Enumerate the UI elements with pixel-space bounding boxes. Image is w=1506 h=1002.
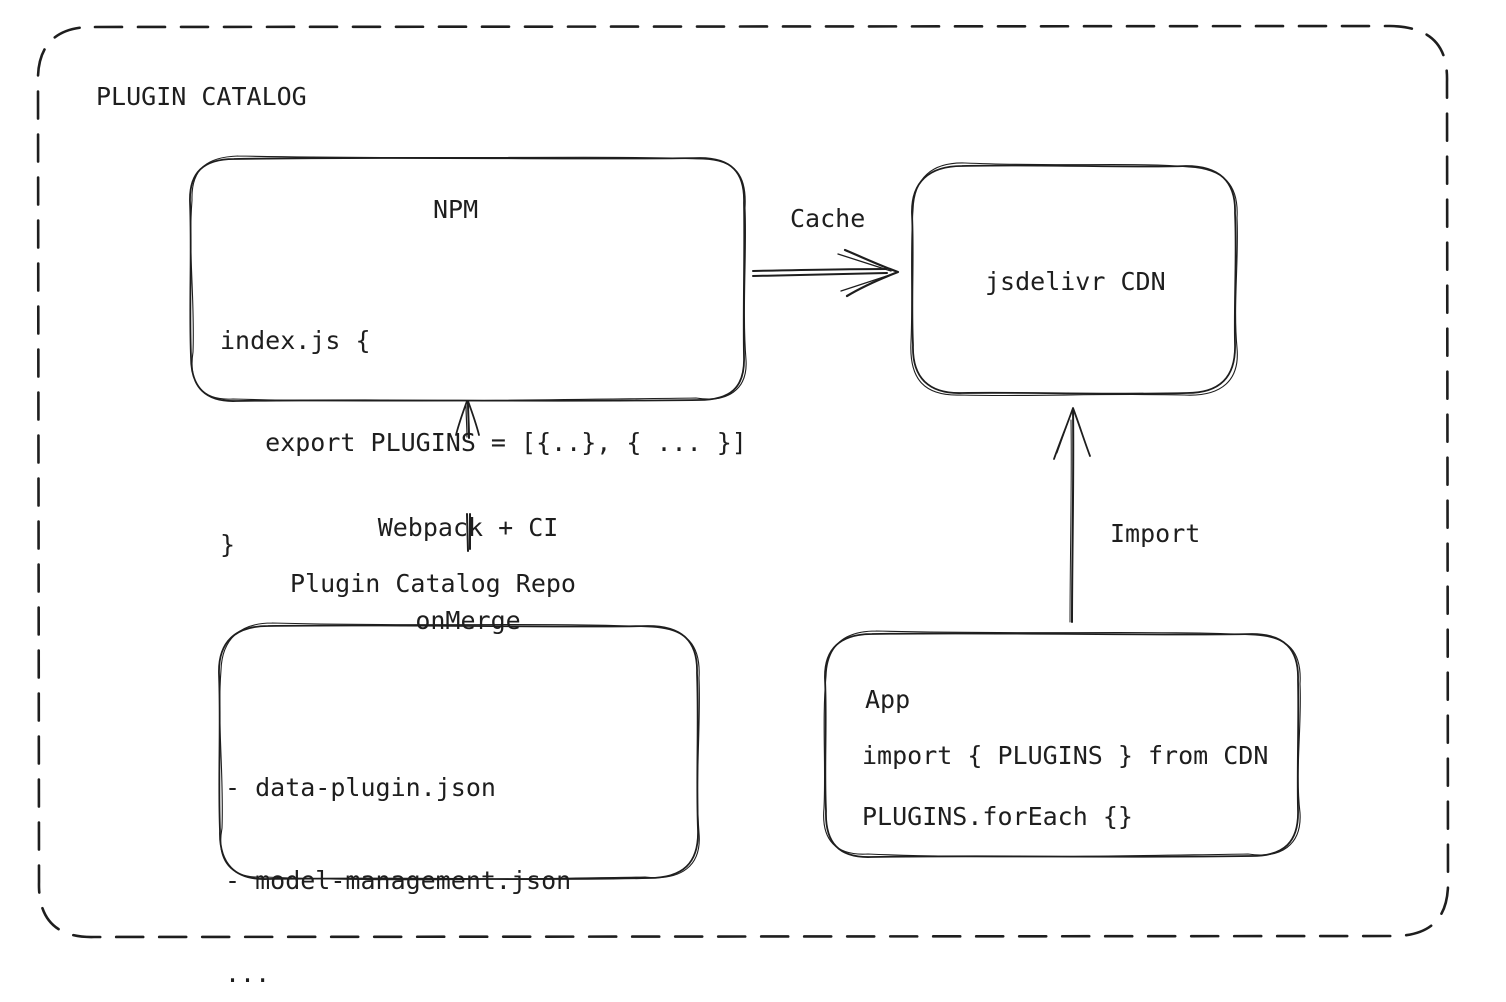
cdn-node-title: jsdelivr CDN [985, 267, 1166, 296]
build-edge-label-line: onMerge [415, 606, 521, 635]
app-code-line: import { PLUGINS } from CDN [862, 741, 1269, 770]
npm-code-line: export PLUGINS = [{..}, { ... }] [220, 428, 747, 457]
build-arrow [455, 400, 480, 552]
import-edge-label: Import [1110, 519, 1201, 548]
repo-node-title: Plugin Catalog Repo [290, 569, 576, 598]
build-arrow-segment [466, 513, 471, 552]
import-arrow [1053, 407, 1091, 623]
build-edge-label: Webpack + CI onMerge [318, 450, 618, 698]
app-node-title: App [865, 685, 911, 714]
cache-arrowhead [843, 248, 900, 298]
npm-code-line: index.js { [220, 326, 371, 355]
frame-title: PLUGIN CATALOG [96, 82, 307, 111]
app-box-outline [823, 630, 1301, 858]
repo-file-list: - data-plugin.json - model-management.js… [225, 710, 571, 1002]
npm-box-outline [189, 155, 747, 402]
repo-file-item: ... [225, 959, 271, 988]
cache-edge-label: Cache [790, 204, 866, 233]
app-code-line: PLUGINS.forEach {} [862, 802, 1133, 831]
cache-arrow [752, 248, 900, 298]
npm-node-title: NPM [433, 195, 479, 224]
repo-box-outline [218, 622, 700, 881]
plugin-catalog-frame-border [36, 24, 1450, 939]
npm-code-block: index.js { export PLUGINS = [{..}, { ...… [220, 256, 747, 630]
repo-file-item: - data-plugin.json [225, 773, 496, 802]
repo-file-item: - model-management.json [225, 866, 572, 895]
cdn-box-outline [910, 162, 1238, 397]
build-arrowhead [455, 400, 480, 436]
import-arrowhead [1053, 407, 1091, 460]
npm-code-line: } [220, 530, 236, 559]
build-edge-label-line: Webpack + CI [377, 513, 559, 542]
